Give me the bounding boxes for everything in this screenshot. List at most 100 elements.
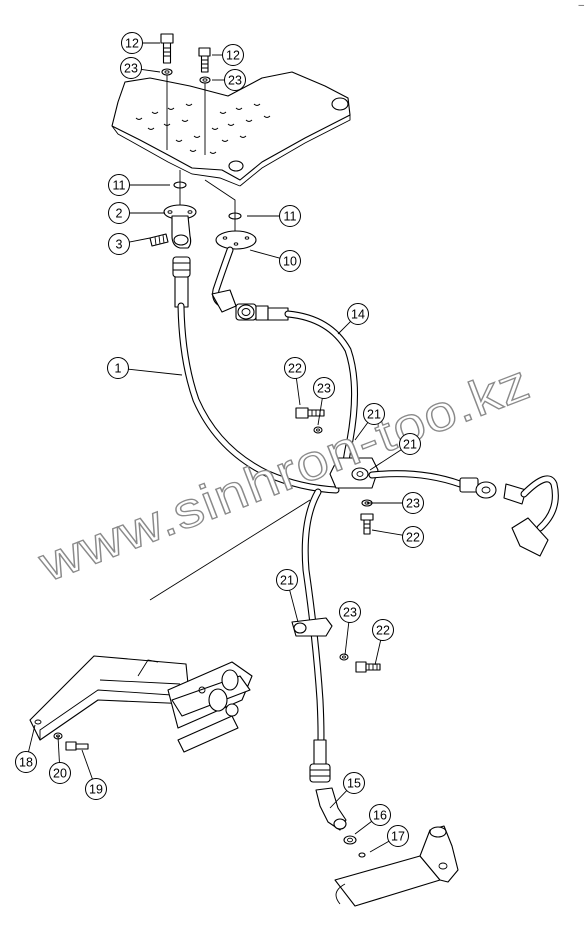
callout-leader	[141, 68, 161, 73]
callout-3: 3	[108, 233, 151, 255]
callout-circle	[339, 601, 361, 623]
junction-clamp	[329, 457, 379, 489]
callout-leader	[354, 422, 369, 441]
callout-leader	[128, 368, 183, 376]
callout-circle	[121, 32, 143, 54]
callout-21: 21	[276, 569, 299, 623]
callout-circle	[347, 303, 369, 325]
callout-layer: 12 12 23 23 11 2 11 3 10 14 1 22 23 21 21 23 22 21 23 22 182…	[15, 32, 424, 853]
callout-circle	[85, 778, 107, 800]
callout-number: 15	[347, 777, 361, 791]
callout-circle	[387, 825, 409, 847]
callout-16: 16	[354, 804, 391, 835]
callout-circle	[399, 433, 421, 455]
callout-circle	[363, 403, 385, 425]
right-tube	[368, 470, 559, 557]
callout-circle	[108, 174, 130, 196]
callout-23: 23	[212, 69, 246, 91]
callout-number: 1	[115, 362, 122, 376]
callout-number: 10	[283, 255, 297, 269]
callout-number: 12	[125, 37, 139, 51]
pedal-plate	[111, 71, 351, 187]
callout-leader	[81, 749, 93, 780]
top-bolt-left	[160, 33, 174, 150]
callout-1: 1	[107, 357, 183, 379]
callout-number: 3	[116, 238, 123, 252]
callout-number: 19	[89, 783, 103, 797]
left-flange-fitting	[149, 204, 197, 249]
callout-leader	[329, 790, 348, 809]
callout-number: 21	[367, 408, 381, 422]
callout-number: 14	[351, 308, 365, 322]
callout-circle	[224, 69, 246, 91]
callout-number: 11	[284, 210, 297, 224]
callout-number: 23	[228, 74, 242, 88]
callout-number: 23	[406, 497, 420, 511]
callout-leader	[337, 321, 351, 335]
callout-number: 23	[317, 382, 331, 396]
callout-number: 23	[124, 62, 138, 76]
callout-20: 20	[49, 735, 71, 784]
callout-number: 23	[343, 606, 357, 620]
bottom-pipe-bracket	[334, 825, 459, 907]
callout-circle	[120, 57, 142, 79]
watermark-text: www.sinhron-too.kz	[31, 354, 538, 593]
callout-19: 19	[81, 749, 107, 800]
callout-leader	[295, 378, 301, 406]
callout-leader	[369, 840, 390, 853]
lower-elbow-fitting	[315, 787, 366, 858]
callout-leader	[129, 237, 151, 243]
callout-circle	[49, 762, 71, 784]
callout-12: 12	[212, 44, 244, 66]
callout-leader	[317, 398, 323, 426]
callout-circle	[372, 619, 394, 641]
callout-21: 21	[354, 403, 385, 441]
callout-circle	[313, 377, 335, 399]
callout-23: 23	[313, 377, 335, 426]
callout-leader	[249, 249, 280, 259]
callout-14: 14	[337, 303, 369, 335]
callout-circle	[15, 751, 37, 773]
callout-leader	[369, 449, 402, 471]
callout-11: 11	[247, 205, 301, 227]
callout-circle	[369, 804, 391, 826]
callout-number: 22	[376, 624, 390, 638]
callout-circle	[284, 357, 306, 379]
left-bracket-assembly	[29, 499, 311, 753]
callout-leader	[374, 640, 382, 666]
callout-leader	[289, 590, 299, 623]
callout-23: 23	[339, 601, 361, 656]
callout-number: 21	[280, 574, 294, 588]
callout-number: 21	[403, 438, 417, 452]
watermark: www.sinhron-too.kz	[30, 353, 538, 593]
callout-leader	[354, 820, 372, 835]
callout-2: 2	[108, 202, 165, 224]
callout-circle	[279, 205, 301, 227]
callout-number: 22	[406, 531, 420, 545]
callout-circle	[402, 492, 424, 514]
callout-11: 11	[108, 174, 170, 196]
callout-circle	[402, 526, 424, 548]
callout-22: 22	[372, 619, 394, 666]
callout-leader	[344, 622, 350, 656]
callout-leader	[28, 724, 36, 752]
callout-23: 23	[367, 492, 424, 514]
top-bolt-right	[198, 47, 211, 155]
callout-15: 15	[329, 772, 365, 809]
callout-number: 12	[226, 49, 240, 63]
callout-number: 2	[116, 207, 123, 221]
callout-circle	[107, 357, 129, 379]
callout-22: 22	[371, 526, 424, 548]
callout-18: 18	[15, 724, 37, 773]
callout-circle	[222, 44, 244, 66]
callout-number: 11	[113, 179, 126, 193]
callout-number: 22	[288, 362, 302, 376]
corner-mark: –	[578, 0, 584, 11]
callout-leader	[371, 529, 403, 536]
callout-circle	[279, 250, 301, 272]
callout-23: 23	[120, 57, 161, 79]
callout-circle	[108, 233, 130, 255]
callout-leader	[57, 735, 60, 763]
callout-number: 16	[373, 809, 387, 823]
